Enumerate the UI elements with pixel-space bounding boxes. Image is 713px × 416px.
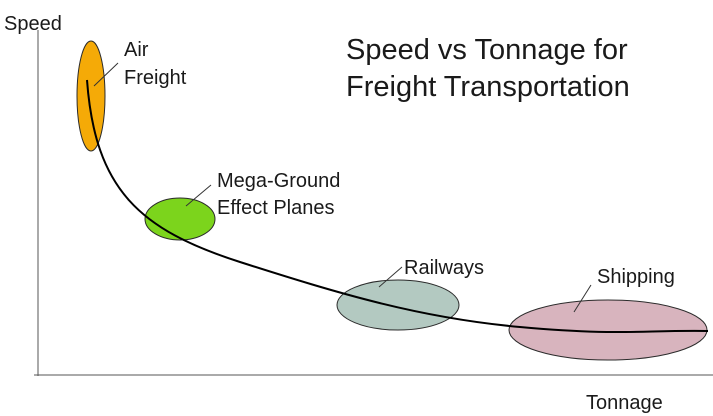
speed-tonnage-curve <box>86 79 709 334</box>
air-freight-region <box>76 40 106 152</box>
mega-ground-effect-planes-leader <box>185 184 212 207</box>
shipping-label: Shipping <box>597 266 675 288</box>
shipping-region <box>508 299 708 361</box>
y-axis-label: Speed <box>4 13 62 35</box>
air-freight-label-line-1: Air <box>124 39 149 61</box>
diagram-title-line-2: Freight Transportation <box>346 71 630 103</box>
air-freight-label-line-2: Freight <box>124 67 187 89</box>
shipping-leader <box>573 284 592 313</box>
railways-leader <box>378 266 403 288</box>
railways-label: Railways <box>404 257 484 279</box>
railways-region <box>336 279 460 331</box>
mega-ground-effect-planes-label-line-2: Effect Planes <box>217 197 334 219</box>
mega-ground-effect-planes-region <box>144 197 216 241</box>
air-freight-leader <box>93 62 119 87</box>
diagram-title-line-1: Speed vs Tonnage for <box>346 34 628 66</box>
mega-ground-effect-planes-label-line-1: Mega-Ground <box>217 170 340 192</box>
x-axis-label: Tonnage <box>586 392 663 414</box>
